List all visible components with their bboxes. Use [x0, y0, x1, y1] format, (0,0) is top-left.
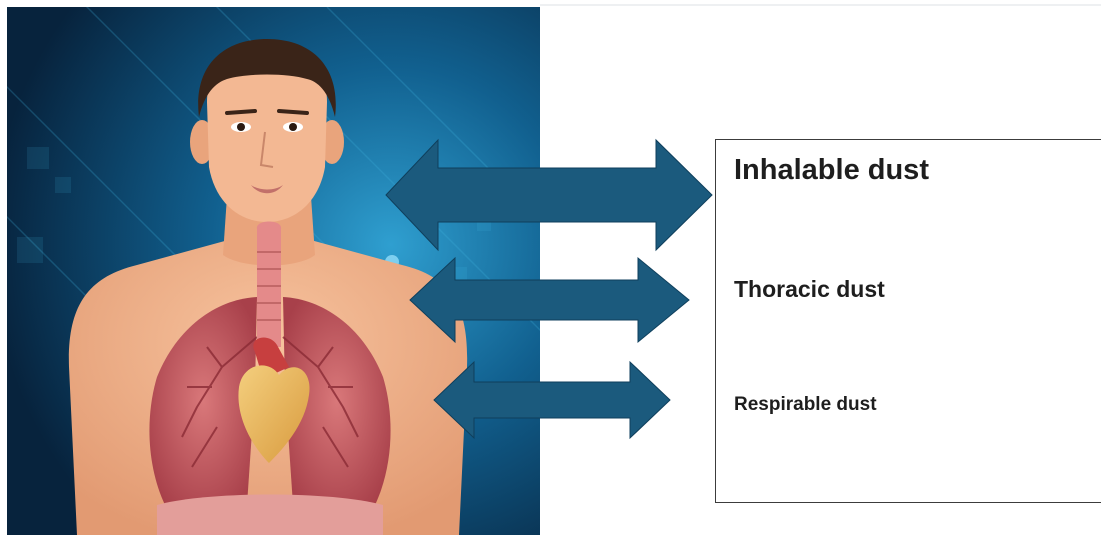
inhalable-dust-label: Inhalable dust	[734, 154, 929, 187]
trachea	[257, 222, 281, 348]
dust-fractions-box: Inhalable dust Thoracic dust Respirable …	[715, 139, 1101, 503]
divider	[540, 4, 1101, 6]
human-respiratory-illustration	[7, 7, 540, 535]
diaphragm	[157, 495, 383, 535]
thoracic-dust-label: Thoracic dust	[734, 276, 885, 303]
respirable-dust-label: Respirable dust	[734, 394, 877, 416]
